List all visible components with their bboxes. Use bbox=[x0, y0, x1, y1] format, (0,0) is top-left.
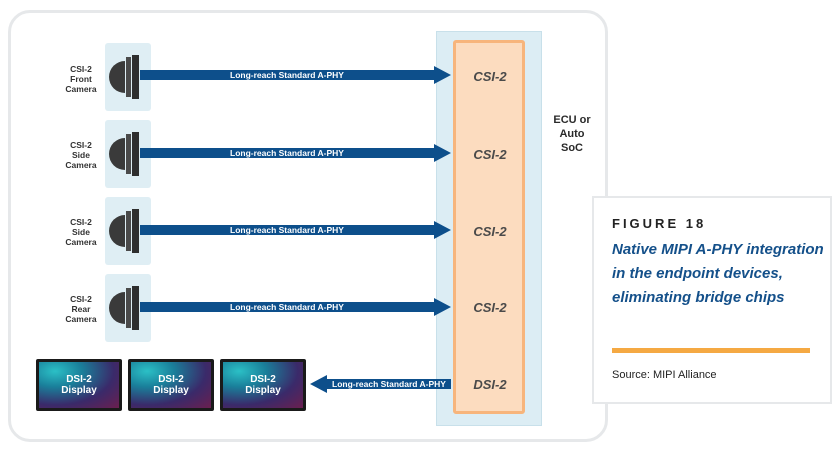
ecu-interface-column bbox=[453, 40, 525, 414]
a-phy-link-front bbox=[140, 66, 451, 84]
figure-caption-box bbox=[592, 196, 832, 404]
camera-icon bbox=[105, 120, 151, 188]
display-icon: DSI-2 Display bbox=[128, 359, 214, 411]
link-label-rear: Long-reach Standard A-PHY bbox=[230, 302, 344, 312]
a-phy-link-side-2 bbox=[140, 221, 451, 239]
port-csi2-side-2: CSI-2 bbox=[473, 224, 507, 239]
display-label-2: DSI-2 Display bbox=[153, 374, 189, 396]
a-phy-link-rear bbox=[140, 298, 451, 316]
camera-label-side-1: CSI-2 Side Camera bbox=[65, 140, 97, 170]
port-csi2-front: CSI-2 bbox=[473, 69, 507, 84]
figure-source: Source: MIPI Alliance bbox=[612, 369, 717, 381]
display-icon: DSI-2 Display bbox=[220, 359, 306, 411]
a-phy-link-side-1 bbox=[140, 144, 451, 162]
display-icon: DSI-2 Display bbox=[36, 359, 122, 411]
ecu-label: ECU or Auto SoC bbox=[553, 114, 591, 154]
camera-label-rear: CSI-2 Rear Camera bbox=[65, 294, 97, 324]
port-csi2-rear: CSI-2 bbox=[473, 300, 507, 315]
port-csi2-side-1: CSI-2 bbox=[473, 147, 507, 162]
camera-label-side-2: CSI-2 Side Camera bbox=[65, 217, 97, 247]
display-label-1: DSI-2 Display bbox=[61, 374, 97, 396]
display-label-3: DSI-2 Display bbox=[245, 374, 281, 396]
port-dsi2: DSI-2 bbox=[473, 377, 507, 392]
figure-number: FIGURE 18 bbox=[612, 216, 707, 231]
camera-label-front: CSI-2 Front Camera bbox=[65, 64, 97, 94]
figure-caption: Native MIPI A-PHY integration in the end… bbox=[612, 241, 824, 306]
caption-divider bbox=[612, 348, 810, 353]
a-phy-link-display bbox=[310, 375, 451, 393]
link-label-front: Long-reach Standard A-PHY bbox=[230, 70, 344, 80]
link-label-side-2: Long-reach Standard A-PHY bbox=[230, 225, 344, 235]
link-label-display: Long-reach Standard A-PHY bbox=[332, 379, 446, 389]
link-label-side-1: Long-reach Standard A-PHY bbox=[230, 148, 344, 158]
